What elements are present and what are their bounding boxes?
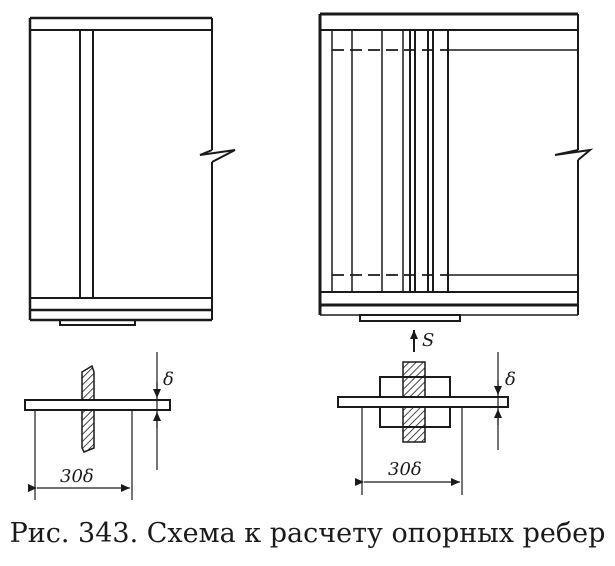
left-girder-elevation (28, 16, 236, 326)
force-label: S (422, 330, 434, 351)
figure-caption: Рис. 343. Схема к расчету опорных ребер (9, 518, 606, 549)
left-section: 30δ δ (24, 352, 174, 500)
right-width-label: 30δ (388, 459, 422, 480)
right-section: S 30δ δ (337, 330, 516, 495)
right-thickness-label: δ (505, 369, 516, 390)
left-width-label: 30δ (60, 466, 94, 487)
left-thickness-label: δ (163, 369, 174, 390)
figure-drawing: 30δ δ S 30δ δ (24, 12, 594, 500)
right-girder-elevation (318, 12, 594, 322)
